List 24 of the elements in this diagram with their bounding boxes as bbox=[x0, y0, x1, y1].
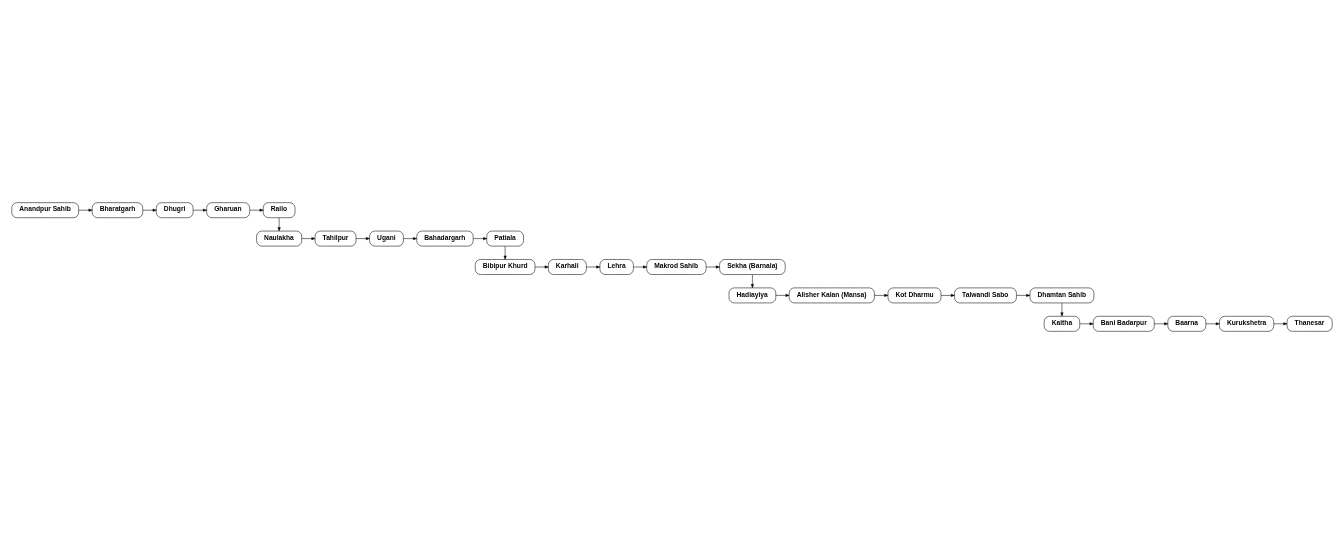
arrow bbox=[1205, 321, 1220, 325]
arrow bbox=[142, 208, 157, 212]
arrow bbox=[750, 273, 754, 288]
arrow bbox=[249, 208, 264, 212]
arrow bbox=[874, 293, 889, 297]
arrow bbox=[355, 236, 370, 240]
arrow bbox=[403, 236, 417, 240]
arrow bbox=[78, 208, 93, 212]
arrow bbox=[633, 265, 647, 268]
arrow bbox=[301, 236, 316, 240]
arrow bbox=[1016, 293, 1031, 297]
arrow bbox=[705, 265, 720, 268]
arrow bbox=[940, 293, 955, 297]
arrow bbox=[775, 293, 790, 297]
arrow bbox=[473, 236, 487, 240]
arrow bbox=[1060, 302, 1064, 316]
arrow bbox=[1079, 321, 1094, 325]
arrow bbox=[277, 217, 281, 231]
arrow bbox=[193, 208, 207, 212]
arrow bbox=[586, 265, 601, 268]
arrow bbox=[1273, 321, 1288, 325]
arrow bbox=[534, 265, 549, 268]
arrow bbox=[503, 245, 507, 260]
arrow bbox=[1154, 321, 1169, 325]
